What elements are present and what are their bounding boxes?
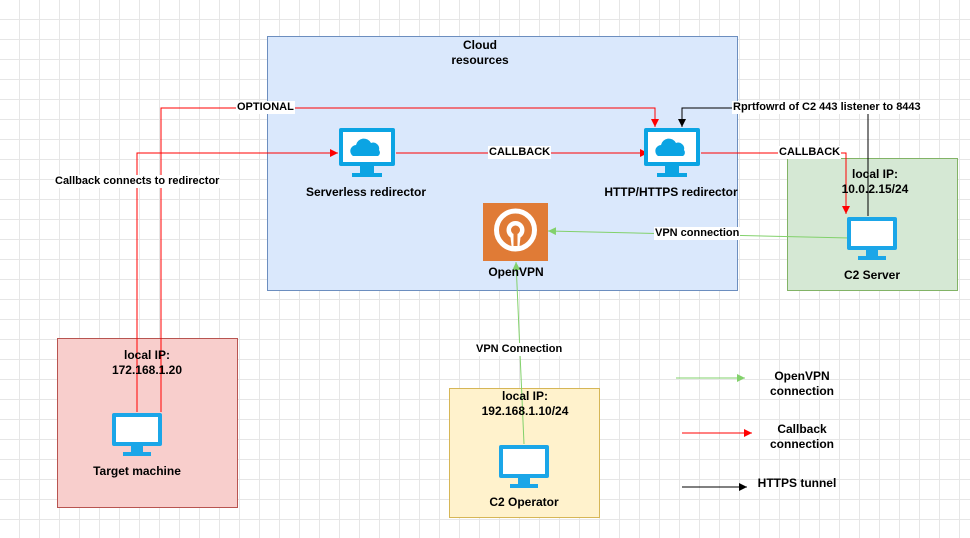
- serverless-redirector-label: Serverless redirector: [305, 185, 427, 199]
- operator-ip-label: local IP: 192.168.1.10/24: [481, 389, 569, 418]
- http-to-c2-line: [701, 152, 850, 214]
- legend-https-label: HTTPS tunnel: [757, 476, 837, 490]
- c2-server-monitor-icon: [847, 217, 897, 260]
- http-redirector-monitor-icon: [644, 128, 700, 177]
- c2-operator-label: C2 Operator: [489, 495, 559, 509]
- vpn-connection-edge-label: VPN connection: [654, 227, 741, 240]
- legend-callback-label: Callback connection: [769, 422, 834, 451]
- c2-server-label: C2 Server: [843, 268, 901, 282]
- target-monitor-icon: [112, 413, 162, 456]
- openvpn-label: OpenVPN: [488, 265, 544, 279]
- vpn-connection-operator-label: VPN Connection: [475, 343, 564, 356]
- c2-server-ip-label: local IP: 10.0.2.15/24: [841, 167, 909, 196]
- portfwd-edge-label: Rprtfowrd of C2 443 listener to 8443: [732, 101, 922, 114]
- callback-edge-label-1: CALLBACK: [488, 146, 552, 159]
- callback-note-label: Callback connects to redirector: [54, 175, 221, 188]
- optional-callback-line: [160, 107, 659, 412]
- http-redirector-label: HTTP/HTTPS redirector: [604, 185, 738, 199]
- optional-edge-label: OPTIONAL: [236, 101, 295, 114]
- callback-to-serverless-line: [136, 149, 338, 412]
- legend-openvpn-label: OpenVPN connection: [769, 369, 834, 398]
- target-machine-label: Target machine: [93, 464, 181, 478]
- serverless-monitor-icon: [339, 128, 395, 177]
- operator-monitor-icon: [499, 445, 549, 488]
- cloud-resources-label: Cloud resources: [451, 38, 509, 67]
- callback-edge-label-2: CALLBACK: [778, 146, 842, 159]
- target-ip-label: local IP: 172.168.1.20: [111, 348, 183, 377]
- openvpn-icon: [483, 203, 548, 261]
